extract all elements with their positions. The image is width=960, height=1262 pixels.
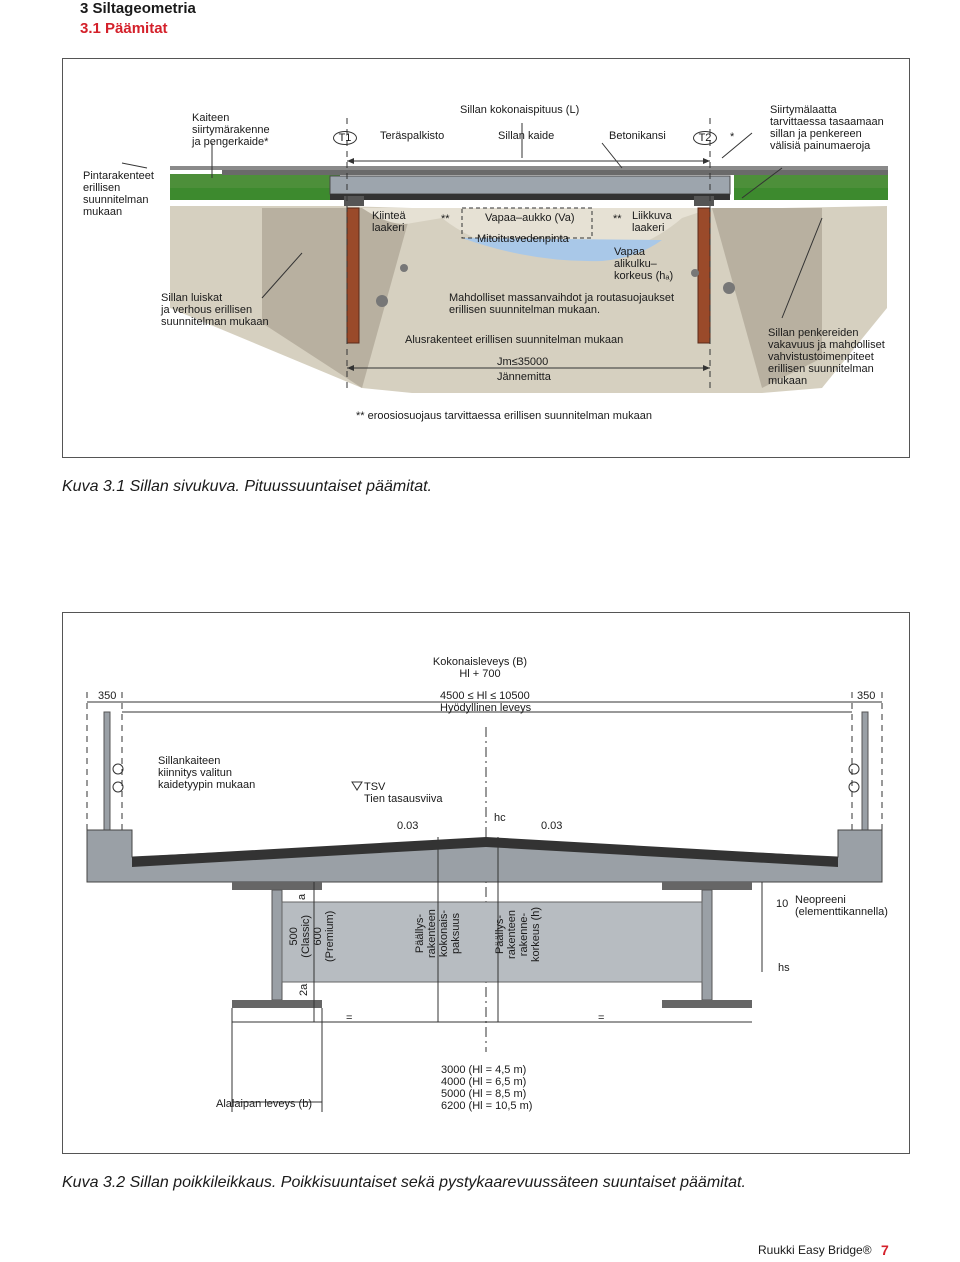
label-rakennekorkeus: Päällys- rakenteen rakenne- korkeus (h) [494,906,542,962]
label-hyodyllinen-leveys: 4500 ≤ Hl ≤ 10500 Hyödyllinen leveys [440,690,532,714]
label-sillan-kaide: Sillan kaide [498,130,555,142]
label-star2a: ** [441,213,450,225]
label-jannemitta: Jännemitta [497,371,551,383]
label-massanvaihdot: Mahdolliset massanvaihdot ja routasuojau… [449,292,675,316]
label-350-left: 350 [98,690,117,702]
label-kiinnitys: Sillankaiteen kiinnitys valitun kaidetyy… [158,755,256,791]
label-kokonaispituus: Sillan kokonaispituus (L) [460,104,580,116]
label-teraspalkisto: Teräspalkisto [380,130,445,142]
figure2-caption: Kuva 3.2 Sillan poikkileikkaus. Poikkisu… [62,1174,746,1191]
label-mitat: 3000 (Hl = 4,5 m) 4000 (Hl = 6,5 m) 5000… [441,1064,533,1112]
label-350-right: 350 [857,690,876,702]
bridge-deck [329,175,731,195]
label-kokonaispaksuus: Päällys- rakenteen kokonais- paksuus [414,909,462,958]
label-t2: T2 [693,131,717,145]
subsection-heading: 3.1 Päämitat [80,20,168,37]
label-classic-premium: 500 (Classic) 600 (Premium) [288,910,336,962]
figure1-caption: Kuva 3.1 Sillan sivukuva. Pituussuuntais… [62,478,432,495]
footer-brand: Ruukki Easy Bridge® [758,1243,872,1257]
asphalt-layer [132,837,838,867]
label-eroosiosuojaus: ** eroosiosuojaus tarvittaessa erillisen… [356,410,652,422]
label-star: * [730,131,735,143]
label-alalaippa: Alalaipan leveys (b) [216,1098,312,1110]
label-a: a [296,893,308,900]
figure2-drawing [86,692,883,1112]
water [462,238,662,262]
grass-left [170,188,340,200]
label-slope-right: 0.03 [541,820,563,832]
label-penkereet: Sillan penkereiden vakavuus ja mahdollis… [768,327,885,387]
section-heading: 3 Siltageometria [80,0,196,17]
label-eq-left: = [346,1012,353,1024]
label-siirtymalaatta: Siirtymälaatta tarvittaessa tasaamaan si… [770,104,884,152]
figure1-drawing [121,118,888,393]
label-10: 10 [776,898,789,910]
label-vapaa-aukko: Vapaa–aukko (Va) [485,212,575,224]
pile-left [346,207,360,344]
cross-beam [281,901,703,983]
label-t1: T1 [333,131,357,145]
label-betonikansi: Betonikansi [609,130,666,142]
girder-left [232,882,322,890]
label-eq-right: = [598,1012,605,1024]
label-star2b: ** [613,213,622,225]
label-kokonaisleveys: Kokonaisleveys (B) Hl + 700 [432,656,528,680]
label-vapaa-alikulku: Vapaa alikulku– korkeus (hₐ) [614,246,674,282]
label-pintarakenteet: Pintarakenteet erillisen suunnitelman mu… [83,170,154,218]
label-liikkuva-laakeri: Liikkuva laakeri [632,210,672,234]
label-neopreeni: Neopreeni (elementtikannella) [795,894,888,918]
label-hs: hs [778,962,790,974]
page-number: 7 [881,1242,889,1258]
label-alusrakenteet: Alusrakenteet erillisen suunnitelman muk… [405,334,624,346]
label-hc: hc [494,812,506,824]
label-mitoitusvedenpinta: Mitoitusvedenpinta [477,233,569,245]
label-sillan-luiskat: Sillan luiskat ja verhous erillisen suun… [161,292,269,328]
label-slope-left: 0.03 [397,820,419,832]
grass-right [734,188,888,200]
deck-slab [86,829,883,883]
label-jm: Jm≤35000 [497,356,549,368]
label-2a: 2a [298,983,310,996]
label-kiintea-laakeri: Kiinteä laakeri [372,210,406,234]
label-kaide: Kaiteen siirtymärakenne ja pengerkaide* [192,112,270,148]
girder-right [662,882,752,890]
label-tsv: TSV Tien tasausviiva [364,781,443,805]
pile-right [697,207,711,344]
